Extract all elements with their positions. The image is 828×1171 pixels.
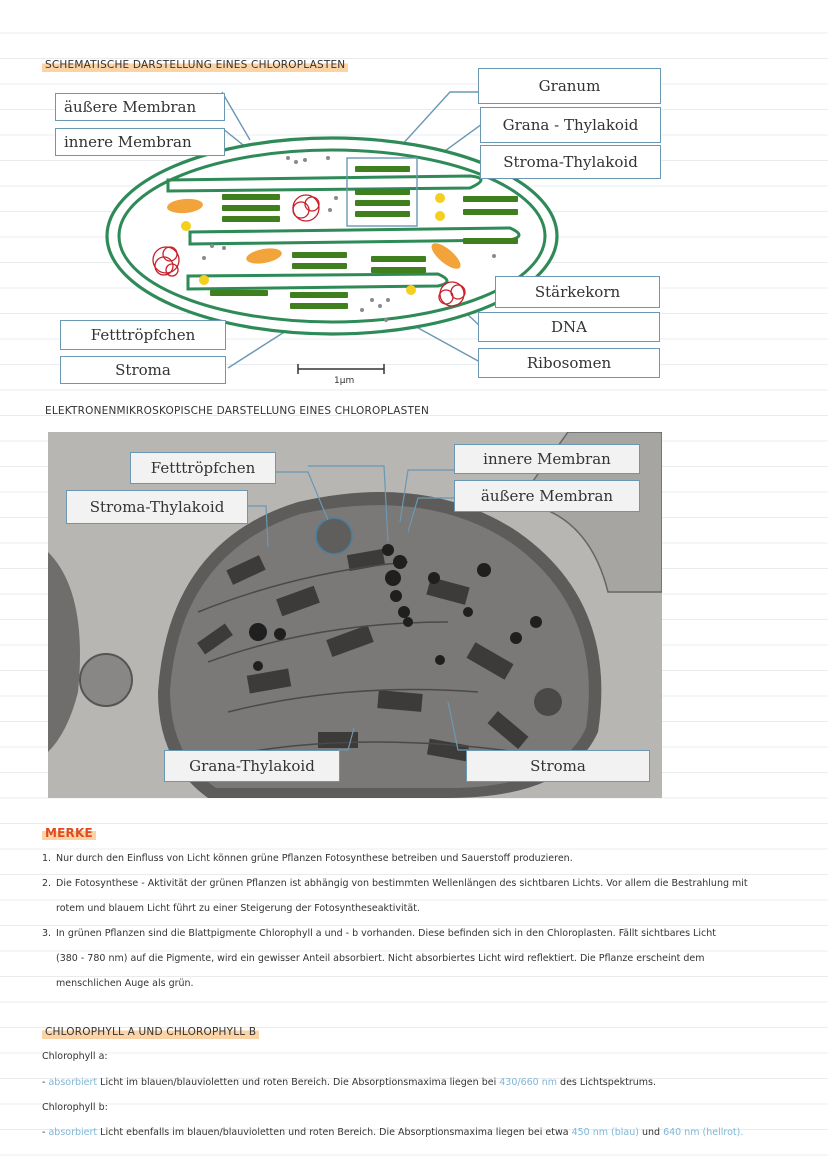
chlorophyll-b-line: - absorbiert Licht ebenfalls im blauen/b… <box>42 1126 743 1140</box>
label-innere-membran: innere Membran <box>55 128 225 156</box>
chlorophyll-b-text: Licht ebenfalls im blauen/blauvioletten … <box>100 1127 569 1138</box>
em-label-stroma: Stroma <box>466 750 650 782</box>
chlorophyll-a-keyword: absorbiert <box>48 1077 98 1088</box>
em-label-grana-thylakoid: Grana-Thylakoid <box>164 750 340 782</box>
em-label-aeussere-membran: äußere Membran <box>454 480 640 512</box>
merke-item-1-line-1: Nur durch den Einfluss von Licht können … <box>56 853 573 864</box>
label-dna: DNA <box>478 312 660 342</box>
label-staerkekorn: Stärkekorn <box>495 276 660 308</box>
label-aeussere-membran: äußere Membran <box>55 93 225 121</box>
merke-heading: MERKE <box>42 826 96 840</box>
chlorophyll-b-title: Chlorophyll b: <box>42 1102 108 1113</box>
em-label-fetttroepfchen: Fetttröpfchen <box>130 452 276 484</box>
merke-item-2-line-2: rotem und blauem Licht führt zu einer St… <box>56 903 420 914</box>
schema-heading: SCHEMATISCHE DARSTELLUNG EINES CHLOROPLA… <box>42 58 349 72</box>
micrograph-heading: ELEKTRONENMIKROSKOPISCHE DARSTELLUNG EIN… <box>45 405 430 417</box>
chlorophyll-a-text-2: des Lichtspektrums. <box>560 1077 656 1088</box>
label-granum: Granum <box>478 68 661 104</box>
merke-item-1-number: 1. <box>42 853 52 864</box>
chlorophyll-a-title: Chlorophyll a: <box>42 1051 108 1062</box>
merke-item-3-line-2: (380 - 780 nm) auf die Pigmente, wird ei… <box>56 953 705 964</box>
chlorophyll-b-dash: - <box>42 1127 46 1138</box>
label-stroma-thylakoid: Stroma-Thylakoid <box>480 145 661 179</box>
merke-item-3-line-1: In grünen Pflanzen sind die Blattpigment… <box>56 928 716 939</box>
merke-item-3-number: 3. <box>42 928 52 939</box>
chlorophyll-a-text: Licht im blauen/blauvioletten und roten … <box>100 1077 497 1088</box>
merke-item-3-line-3: menschlichen Auge als grün. <box>56 978 194 989</box>
chlorophyll-b-value-1: 450 nm (blau) <box>571 1127 639 1138</box>
em-label-innere-membran: innere Membran <box>454 444 640 474</box>
electron-micrograph: Fetttröpfchen Stroma-Thylakoid innere Me… <box>48 432 662 798</box>
label-grana-thylakoid: Grana - Thylakoid <box>480 107 661 143</box>
scale-label: 1µm <box>334 376 354 386</box>
chlorophyll-b-and: und <box>641 1127 661 1138</box>
chlorophyll-a-dash: - <box>42 1077 46 1088</box>
chlorophyll-a-values: 430/660 nm <box>499 1077 558 1088</box>
chlorophyll-b-keyword: absorbiert <box>48 1127 98 1138</box>
chlorophyll-b-value-2: 640 nm (hellrot). <box>663 1127 744 1138</box>
chloroplast-schematic: 1µm <box>105 91 559 386</box>
em-label-stroma-thylakoid: Stroma-Thylakoid <box>66 490 248 524</box>
label-stroma: Stroma <box>60 356 226 384</box>
chlorophyll-a-line: - absorbiert Licht im blauen/blauviolett… <box>42 1076 656 1090</box>
label-fetttroepfchen: Fetttröpfchen <box>60 320 226 350</box>
merke-item-2-number: 2. <box>42 878 52 889</box>
chlorophyll-heading: CHLOROPHYLL A UND CHLOROPHYLL B <box>42 1025 260 1039</box>
merke-item-2-line-1: Die Fotosynthese - Aktivität der grünen … <box>56 878 748 889</box>
label-ribosomen: Ribosomen <box>478 348 660 378</box>
